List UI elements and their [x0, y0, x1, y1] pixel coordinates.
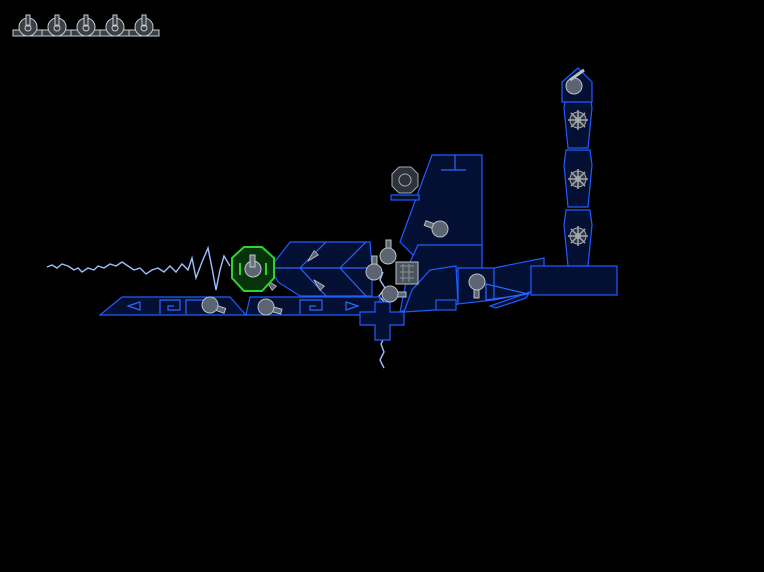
lives-indicator	[12, 14, 160, 37]
gun-turret-icon[interactable]	[422, 216, 450, 239]
deck-arrow-right	[345, 301, 360, 311]
mid-wing-deck	[269, 241, 373, 297]
gun-turret-icon[interactable]	[381, 285, 407, 303]
top-cannon[interactable]	[565, 68, 585, 95]
arrow-marker	[307, 249, 320, 262]
gear-turret-icon[interactable]	[568, 169, 588, 189]
lightning-beam	[46, 245, 231, 291]
deck-arrow-left	[126, 301, 141, 311]
gun-turret-icon[interactable]	[365, 255, 383, 281]
gun-turret-icon[interactable]	[468, 273, 486, 299]
tower-ledge	[390, 194, 420, 201]
gun-turret-group[interactable]	[200, 216, 486, 319]
tower-bracket	[441, 155, 466, 171]
player-ship-icon[interactable]	[231, 246, 275, 292]
engine-wedge	[485, 283, 529, 301]
pillar-base	[530, 265, 618, 296]
gear-turret-icon[interactable]	[568, 226, 588, 246]
ship-life-icon	[12, 14, 44, 37]
ship-life-icon	[128, 14, 160, 37]
gun-turret-icon[interactable]	[256, 297, 283, 319]
gear-turret-group	[568, 110, 588, 246]
generator-block[interactable]	[395, 261, 419, 285]
ship-life-icon	[99, 14, 131, 37]
gun-turret-icon[interactable]	[200, 295, 228, 318]
ship-life-icon	[41, 14, 73, 37]
arrow-marker	[313, 279, 326, 292]
gear-turret-icon[interactable]	[568, 110, 588, 130]
reactor-core-icon[interactable]	[391, 166, 419, 194]
cross-pipe	[359, 301, 405, 341]
gun-turret-icon[interactable]	[379, 239, 397, 265]
deck-glyph	[299, 299, 323, 314]
engine-fin-lower	[488, 290, 532, 309]
engine-vent	[435, 299, 457, 311]
ship-life-icon	[70, 14, 102, 37]
lower-deck	[98, 296, 381, 317]
